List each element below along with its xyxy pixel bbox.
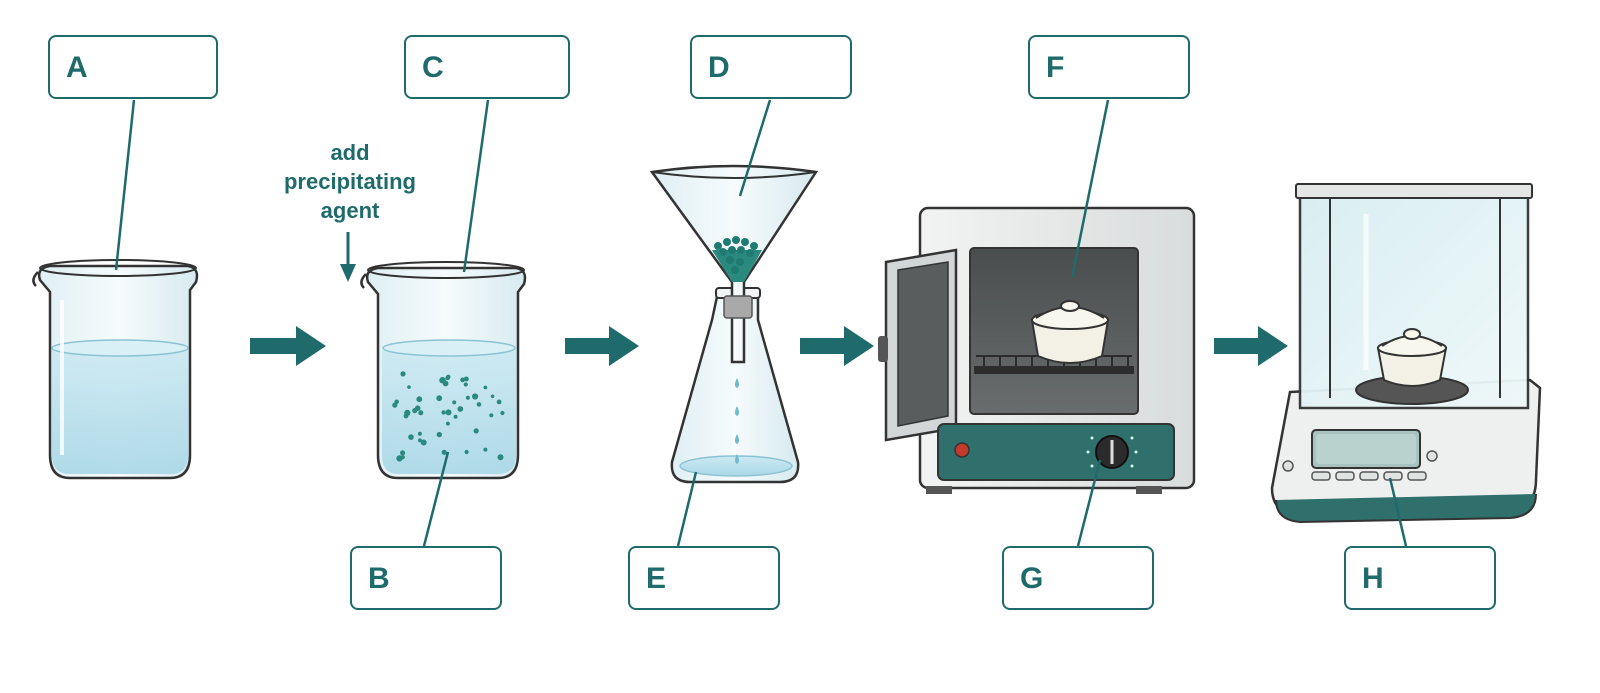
arrow-right-icon — [565, 326, 639, 366]
crucible-icon — [1030, 300, 1110, 364]
precipitate-particle — [457, 406, 464, 412]
precipitate-particle — [407, 385, 411, 389]
label-box-g[interactable]: G — [1002, 546, 1154, 610]
crucible-icon — [1376, 328, 1448, 387]
note-line-1: add — [330, 140, 370, 165]
label-box-c[interactable]: C — [404, 35, 570, 99]
precipitate-particle — [463, 376, 469, 382]
arrow-right-icon — [250, 326, 326, 366]
precipitate-particle — [472, 393, 479, 400]
precipitate-particle — [465, 395, 470, 400]
oven-icon — [878, 206, 1196, 494]
precipitate-particle — [489, 413, 494, 418]
precipitate-particle — [445, 375, 451, 381]
label-box-h[interactable]: H — [1344, 546, 1496, 610]
precipitate-particle — [496, 399, 502, 405]
precipitate-particle — [420, 439, 427, 446]
label-letter-d: D — [708, 51, 730, 84]
beaker-icon — [32, 259, 199, 480]
precipitate-particle — [436, 395, 443, 402]
precipitate-particle — [476, 402, 482, 407]
label-box-e[interactable]: E — [628, 546, 780, 610]
precipitate-particle — [416, 396, 423, 403]
note-line-3: agent — [320, 198, 380, 223]
precipitating-agent-note: add precipitating agent — [275, 138, 425, 225]
funnel-icon — [649, 164, 819, 464]
precipitate-particle — [453, 414, 458, 419]
precipitate-particle — [436, 431, 442, 438]
leader-lines — [114, 99, 1408, 547]
balance-icon — [1270, 183, 1542, 524]
precipitate-particle — [400, 455, 405, 460]
precipitate-particle — [473, 428, 479, 434]
precipitate-particle — [445, 409, 452, 416]
label-letter-e: E — [646, 562, 667, 595]
precipitate-particle — [445, 421, 450, 426]
precipitate-particle — [442, 380, 449, 387]
label-letter-f: F — [1046, 51, 1065, 84]
precipitate-particle — [403, 413, 409, 419]
arrow-right-icon — [800, 326, 874, 366]
label-letter-b: B — [368, 562, 390, 595]
beaker-precipitate-icon — [360, 261, 527, 480]
label-letter-a: A — [66, 51, 88, 84]
precipitate-particle — [392, 402, 398, 408]
label-box-a[interactable]: A — [48, 35, 218, 99]
label-letter-h: H — [1362, 562, 1384, 595]
precipitate-particle — [490, 394, 495, 399]
label-box-b[interactable]: B — [350, 546, 502, 610]
precipitate-particle — [463, 382, 468, 387]
precipitate-particle — [497, 454, 504, 461]
precipitate-particle — [417, 431, 422, 436]
precipitate-particle — [418, 410, 424, 416]
precipitate-particle — [464, 449, 469, 455]
precipitate-particle — [500, 410, 505, 416]
precipitate-particle — [408, 434, 414, 440]
precipitate-particle — [441, 449, 447, 455]
note-line-2: precipitating — [283, 169, 416, 194]
precipitate-particle — [483, 385, 488, 390]
label-letter-c: C — [422, 51, 444, 84]
precipitate-particle — [400, 450, 406, 456]
label-letter-g: G — [1020, 562, 1044, 595]
precipitate-particle — [414, 405, 421, 412]
precipitate-particle — [441, 410, 446, 415]
label-box-f[interactable]: F — [1028, 35, 1190, 99]
precipitate-particle — [400, 371, 406, 377]
arrow-right-icon — [1214, 326, 1288, 366]
precipitate-particle — [460, 377, 465, 383]
label-box-d[interactable]: D — [690, 35, 852, 99]
arrow-down-icon — [340, 232, 356, 282]
precipitate-particle — [483, 447, 488, 452]
precipitate-particle — [452, 400, 457, 405]
